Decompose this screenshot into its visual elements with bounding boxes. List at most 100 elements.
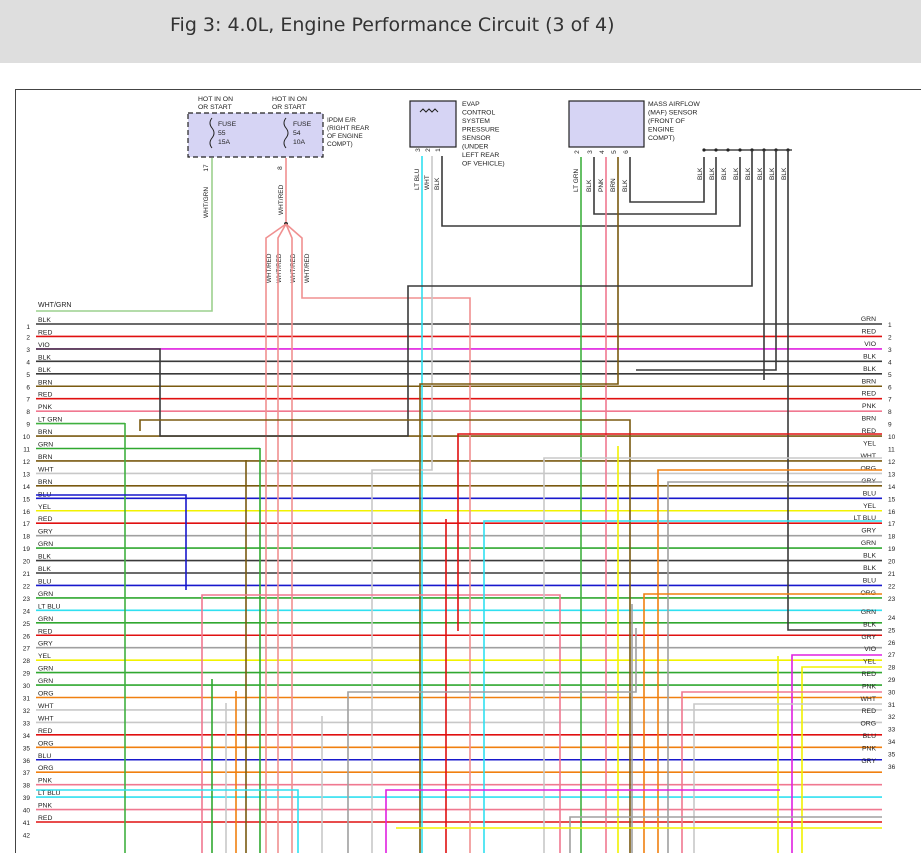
left-pin-number: 20 bbox=[23, 559, 31, 566]
left-pin-number: 22 bbox=[23, 583, 31, 590]
left-wire-label: GRN bbox=[38, 616, 53, 623]
evap-wire-label: WHT bbox=[424, 175, 431, 190]
fuse-label: 10A bbox=[293, 139, 306, 146]
left-wire-label: BLU bbox=[38, 753, 51, 760]
maf-wire-label: BLK bbox=[586, 179, 593, 192]
right-wire-label: RED bbox=[862, 671, 876, 678]
right-pin-number: 32 bbox=[888, 714, 896, 721]
left-wire-label: RED bbox=[38, 815, 52, 822]
right-pin-number: 22 bbox=[888, 583, 896, 590]
left-wire-label: RED bbox=[38, 728, 52, 735]
ipdm-desc: (RIGHT REAR bbox=[327, 125, 369, 132]
evap-desc: (UNDER bbox=[462, 144, 489, 151]
maf-wire-brn bbox=[419, 157, 619, 853]
right-wire-label: BLU bbox=[863, 577, 876, 584]
right-wire-label: BLU bbox=[863, 733, 876, 740]
left-wire-label: PNK bbox=[38, 778, 52, 785]
left-pin-number: 21 bbox=[23, 571, 31, 578]
left-pin-number: 15 bbox=[23, 496, 31, 503]
maf-wire-label: BRN bbox=[610, 178, 617, 192]
right-wire-label: BLU bbox=[863, 490, 876, 497]
ground-splice bbox=[714, 148, 718, 152]
right-pin-number: 24 bbox=[888, 615, 896, 622]
left-wire-label: PNK bbox=[38, 803, 52, 810]
evap-desc: LEFT REAR bbox=[462, 152, 499, 159]
right-pin-number: 36 bbox=[888, 764, 896, 771]
right-wire-label: LT BLU bbox=[854, 515, 877, 522]
left-wire-label: ORG bbox=[38, 691, 53, 698]
ground-splice bbox=[738, 148, 742, 152]
right-wire-label: GRY bbox=[861, 758, 876, 765]
right-pin-number: 23 bbox=[888, 596, 896, 603]
left-pin-number: 39 bbox=[23, 795, 31, 802]
left-pin-number: 12 bbox=[23, 459, 31, 466]
fuse-symbol bbox=[283, 117, 289, 149]
left-wire-label: BLK bbox=[38, 367, 51, 374]
wire-wht-grn bbox=[36, 158, 213, 312]
left-pin-number: 35 bbox=[23, 745, 31, 752]
ground-wire-label: BLK bbox=[733, 167, 740, 180]
right-wire-label: RED bbox=[862, 428, 876, 435]
right-pin-number: 9 bbox=[888, 422, 892, 429]
evap-desc: SYSTEM bbox=[462, 118, 490, 125]
maf-pin: 4 bbox=[599, 150, 606, 154]
left-wire-label: GRN bbox=[38, 541, 53, 548]
maf-wire-label: LT GRN bbox=[573, 168, 580, 192]
fuse-label: FUSE bbox=[293, 121, 312, 128]
right-wire-label: GRY bbox=[861, 634, 876, 641]
maf-pin: 6 bbox=[623, 150, 630, 154]
branch-wire bbox=[265, 223, 287, 853]
ipdm-fuse-block bbox=[187, 112, 324, 158]
right-wire-label: WHT bbox=[861, 696, 876, 703]
ground-splice bbox=[726, 148, 730, 152]
right-pin-number: 34 bbox=[888, 739, 896, 746]
left-pin-number: 16 bbox=[23, 509, 31, 516]
left-wire-label: VIO bbox=[38, 342, 50, 349]
left-pin-number: 41 bbox=[23, 820, 31, 827]
ground-wire-label: BLK bbox=[721, 167, 728, 180]
left-pin-number: 34 bbox=[23, 733, 31, 740]
hot-label: HOT IN ON bbox=[272, 96, 307, 103]
resistor-symbol bbox=[419, 108, 439, 113]
left-pin-number: 37 bbox=[23, 770, 31, 777]
right-wire-label: PNK bbox=[862, 683, 876, 690]
right-wire-label: GRN bbox=[861, 316, 876, 323]
maf-pin: 2 bbox=[574, 150, 581, 154]
diagram-frame bbox=[15, 89, 921, 853]
left-pin-number: 38 bbox=[23, 783, 31, 790]
right-wire-label: VIO bbox=[864, 341, 876, 348]
vertical-wire bbox=[569, 816, 882, 853]
right-pin-number: 20 bbox=[888, 559, 896, 566]
right-pin-number: 30 bbox=[888, 689, 896, 696]
left-pin-number: 40 bbox=[23, 808, 31, 815]
left-pin-number: 33 bbox=[23, 720, 31, 727]
evap-pin: 3 bbox=[415, 148, 422, 152]
right-pin-number: 35 bbox=[888, 751, 896, 758]
left-wire-label: LT BLU bbox=[38, 790, 61, 797]
right-pin-number: 7 bbox=[888, 397, 892, 404]
left-pin-number: 24 bbox=[23, 608, 31, 615]
vertical-wire bbox=[643, 593, 882, 853]
evap-pin: 1 bbox=[435, 148, 442, 152]
fuse-label: FUSE bbox=[218, 121, 237, 128]
right-wire-label: PNK bbox=[862, 745, 876, 752]
left-wire-label: BLK bbox=[38, 554, 51, 561]
right-wire-label: BLK bbox=[863, 353, 876, 360]
right-pin-number: 5 bbox=[888, 372, 892, 379]
right-pin-number: 29 bbox=[888, 677, 896, 684]
right-wire-label: RED bbox=[862, 328, 876, 335]
left-pin-number: 18 bbox=[23, 534, 31, 541]
vertical-wire bbox=[801, 666, 882, 853]
right-wire-label: RED bbox=[862, 708, 876, 715]
ipdm-desc: COMPT) bbox=[327, 141, 353, 148]
right-wire-label: GRN bbox=[861, 540, 876, 547]
right-pin-number: 2 bbox=[888, 334, 892, 341]
right-wire-label: GRN bbox=[861, 609, 876, 616]
ground-wire bbox=[787, 150, 882, 631]
header-bar: Fig 3: 4.0L, Engine Performance Circuit … bbox=[0, 0, 921, 63]
fuse-symbol bbox=[209, 117, 215, 149]
right-pin-number: 18 bbox=[888, 534, 896, 541]
right-pin-number: 27 bbox=[888, 652, 896, 659]
left-pin-number: 29 bbox=[23, 671, 31, 678]
